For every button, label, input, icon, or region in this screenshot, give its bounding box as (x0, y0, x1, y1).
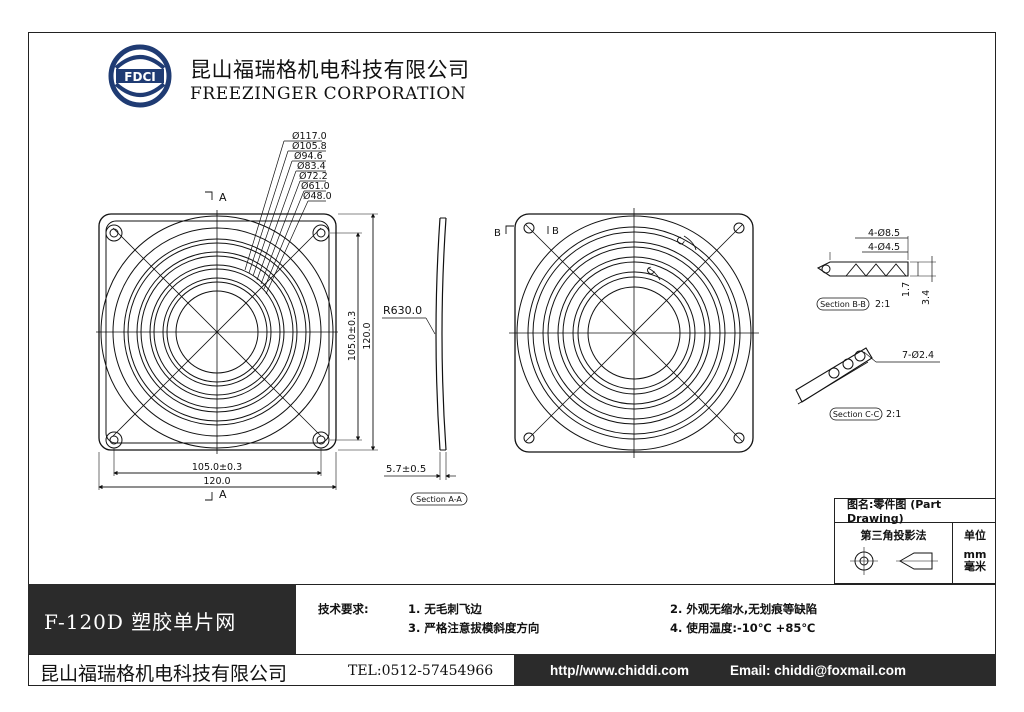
section-mark-a-bottom: A (219, 488, 227, 501)
detail-c-dim-1: 7-Ø2.4 (902, 350, 934, 361)
dia-94: Ø94.6 (294, 151, 323, 162)
dim-width-inner: 105.0±0.3 (192, 462, 242, 473)
dia-117: Ø117.0 (292, 131, 327, 142)
title-block: 图名:零件图 (Part Drawing) 第三角投影法 单位 mm 毫米 (834, 498, 997, 585)
dim-height-outer: 120.0 (362, 322, 373, 349)
requirement-1: 1. 无毛刺飞边 (408, 602, 482, 616)
detail-b-dim-2: 4-Ø4.5 (868, 242, 900, 253)
section-a-caption: Section A-A (416, 495, 462, 504)
dim-height-inner: 105.0±0.3 (347, 311, 358, 361)
footer-tel: TEL:0512-57454966 (348, 663, 494, 679)
side-view-labels: R630.0 5.7±0.5 Section A-A (383, 304, 462, 504)
third-angle-projection-icon (850, 547, 938, 575)
unit-label: 单位 (964, 529, 986, 542)
dia-83: Ø83.4 (297, 161, 326, 172)
dia-105: Ø105.8 (292, 141, 327, 152)
product-name: F-120D 塑胶单片网 (44, 610, 237, 634)
logo-text: FDCI (124, 70, 155, 84)
unit-cn: 毫米 (964, 560, 986, 573)
detail-b-dim-1: 4-Ø8.5 (868, 228, 900, 239)
footer-company-name: 昆山福瑞格机电科技有限公司 (40, 663, 288, 685)
mark-b-left: B (494, 228, 501, 239)
unit-en: mm (963, 548, 987, 561)
detail-b-dim-4: 3.4 (921, 290, 932, 305)
company-name-en: FREEZINGER CORPORATION (190, 84, 467, 104)
drawing-frame (28, 32, 996, 686)
back-view (505, 208, 759, 458)
dia-72: Ø72.2 (299, 171, 328, 182)
detail-b-dim-3: 1.7 (901, 282, 912, 297)
product-name-box (28, 584, 296, 654)
unit-cell: 单位 mm 毫米 (953, 523, 997, 585)
detail-c-scale: 2:1 (886, 409, 901, 420)
detail-b-caption: Section B-B (820, 300, 866, 309)
dim-width-outer: 120.0 (203, 476, 230, 487)
detail-b (816, 236, 936, 311)
front-view (96, 140, 378, 501)
mark-b-right: B (552, 226, 559, 237)
requirement-2: 2. 外观无缩水,无划痕等缺陷 (670, 602, 818, 616)
projection-cell: 第三角投影法 (835, 523, 953, 585)
detail-b-labels: 4-Ø8.5 4-Ø4.5 1.7 3.4 Section B-B 2:1 (820, 228, 932, 310)
dia-61: Ø61.0 (301, 181, 330, 192)
detail-b-scale: 2:1 (875, 299, 890, 310)
detail-c (795, 347, 940, 421)
thickness-label: 5.7±0.5 (386, 464, 426, 475)
projection-label: 第三角投影法 (860, 529, 927, 542)
requirement-3: 3. 严格注意拔模斜度方向 (408, 621, 540, 635)
detail-c-labels: 7-Ø2.4 Section C-C 2:1 (833, 350, 934, 420)
front-view-labels: Ø117.0 Ø105.8 Ø94.6 Ø83.4 Ø72.2 Ø61.0 Ø4… (192, 131, 373, 501)
footer-bar (28, 654, 996, 686)
radius-label: R630.0 (383, 304, 422, 317)
footer-email-link[interactable]: Email: chiddi@foxmail.com (730, 663, 906, 678)
dia-48: Ø48.0 (303, 191, 332, 202)
footer-dark-section (514, 654, 996, 686)
footer-website-link[interactable]: http//www.chiddi.com (550, 663, 689, 678)
side-view (382, 217, 468, 506)
company-name-cn: 昆山福瑞格机电科技有限公司 (190, 58, 470, 82)
detail-c-caption: Section C-C (833, 410, 880, 419)
company-logo: FDCI (108, 44, 172, 108)
requirements-bar (28, 584, 996, 654)
requirements-heading: 技术要求: (318, 602, 369, 616)
section-mark-a-top: A (219, 191, 227, 204)
drawing-name: 图名:零件图 (Part Drawing) (835, 498, 995, 525)
requirement-4: 4. 使用温度:-10℃ +85℃ (670, 621, 816, 635)
